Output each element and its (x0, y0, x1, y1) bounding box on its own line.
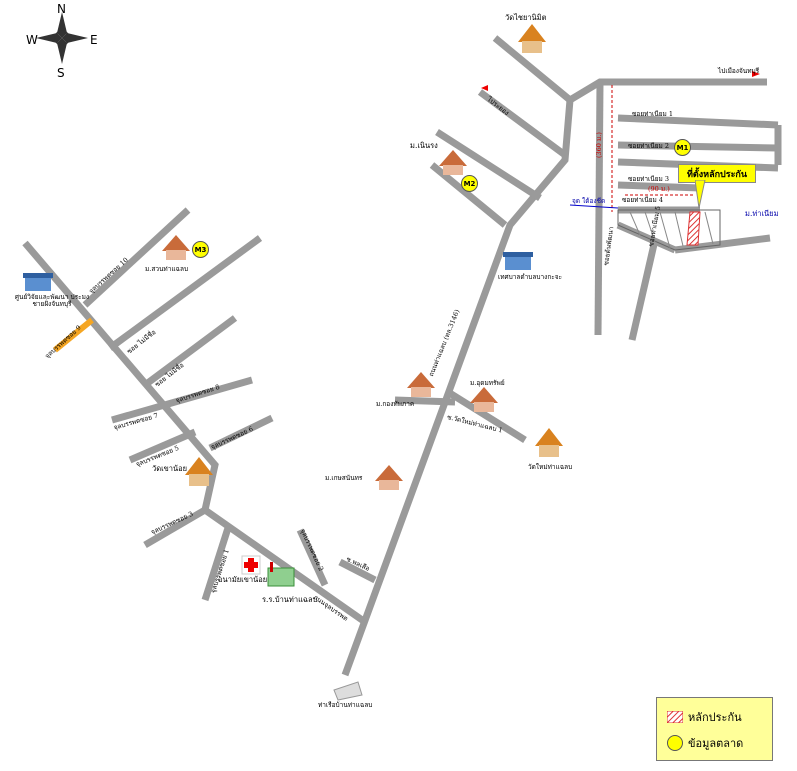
highlighted-road (53, 317, 94, 353)
label-m-kasan: ม.เกษสนันทร (325, 474, 363, 482)
callout-pointer (695, 180, 706, 209)
label-wat-mai: วัดใหม่ท่าแฉลบ (528, 463, 573, 471)
label-wat-chai: วัดไชยานิมิต (505, 13, 547, 22)
legend-market-label: ข้อมูลตลาด (688, 737, 744, 750)
compass-east: E (90, 33, 98, 47)
collateral-callout: ที่ตั้งหลักประกัน (678, 164, 756, 183)
market-circle-icon (667, 735, 683, 751)
start-point-line (569, 204, 619, 209)
label-wat-khao-noi: วัดเขาน้อย (152, 464, 188, 473)
label-m-suan: ม.สวนท่าแฉลบ (145, 265, 189, 273)
arrow-chanthaburi-icon (752, 71, 760, 77)
label-soi1: ซอยท่าเนียม 1 (632, 110, 674, 118)
label-start-point: จุด ใต้องชีด (572, 197, 606, 205)
compass-north: N (57, 2, 66, 16)
label-soi2: ซอยท่าเนียม 2 (628, 142, 670, 150)
compass-west: W (26, 33, 38, 47)
label-m-thanium: ม.ท่าเนียม (745, 209, 779, 218)
temple-icons (162, 24, 563, 490)
roads (22, 35, 782, 677)
label-m-kong: ม.กองทัพภาค (376, 400, 415, 408)
label-health: อนามัยเขาน้อย (218, 575, 268, 584)
collateral-parcel (686, 211, 701, 246)
marker-m2[interactable]: M2 (461, 175, 478, 192)
label-research-center: ศูนย์วิจัยและพัฒนา ประมงชายฝั่งจันทบุรี (14, 293, 90, 308)
legend-row-collateral: หลักประกัน (667, 708, 742, 726)
label-school: ร.ร.บ้านท่าแฉลบ (262, 595, 318, 604)
parcel-outline (617, 209, 721, 251)
hatch-swatch-icon (667, 711, 683, 723)
label-soi4: ซอยท่าเนียม 4 (622, 196, 664, 204)
marker-m1[interactable]: M1 (674, 139, 691, 156)
parcel-hatching (629, 211, 714, 249)
legend-collateral-label: หลักประกัน (688, 711, 742, 724)
label-to-chanthaburi: ไปเมืองจันทบุรี (718, 67, 760, 75)
marker-m3[interactable]: M3 (192, 241, 209, 258)
label-dist360: (360 ม.) (595, 132, 603, 158)
hospital-icon (241, 555, 261, 575)
office-icons (23, 252, 533, 291)
label-soi3: ซอยท่าเนียม 3 (628, 175, 670, 183)
label-post: ท่าเรือบ้านท่าแฉลบ (318, 701, 373, 709)
compass-south: S (57, 66, 65, 80)
compass-icon (36, 12, 88, 64)
pier-icon (333, 681, 363, 701)
school-icon (267, 562, 295, 587)
label-m-nernrang: ม.เนินรง (410, 141, 438, 150)
arrow-rayong-icon (481, 85, 488, 91)
legend-row-market: ข้อมูลตลาด (667, 734, 743, 752)
label-tesaban: เทศบาลตำบลบางกะจะ (498, 273, 563, 281)
label-dist90: (90 ม.) (648, 185, 670, 193)
label-m-ukom: ม.อุดมทรัพย์ (470, 379, 505, 387)
legend: หลักประกัน ข้อมูลตลาด (656, 697, 773, 761)
